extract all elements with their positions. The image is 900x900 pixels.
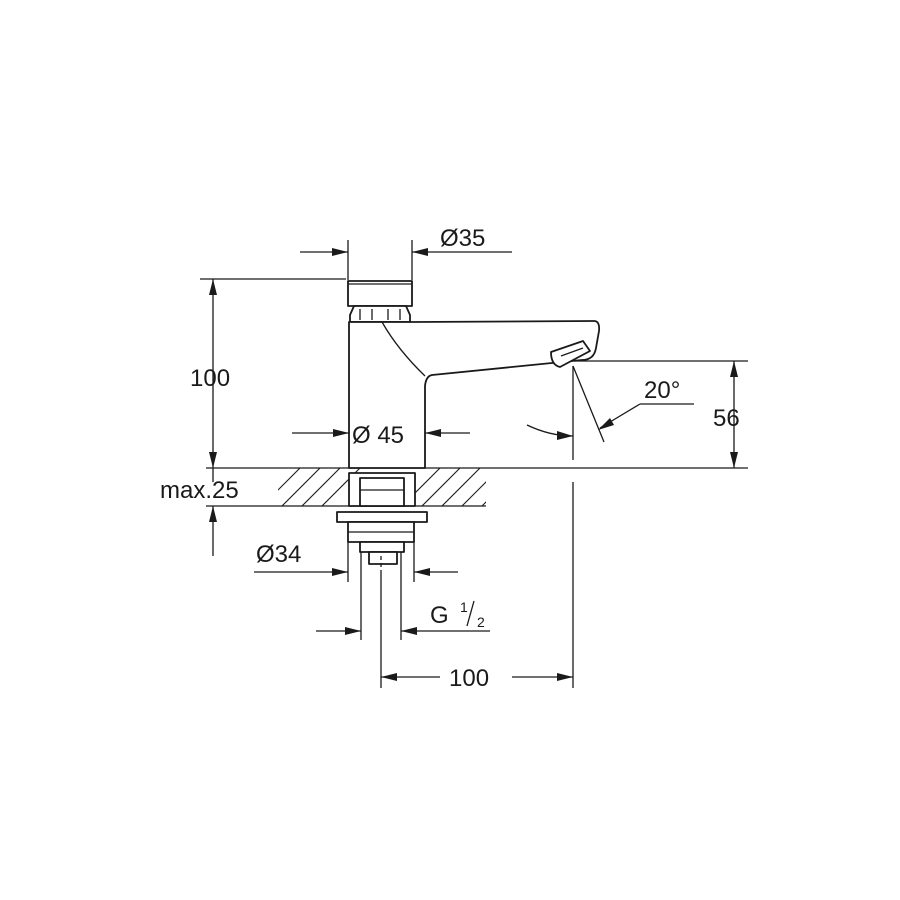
body-diameter-label: Ø 45 [352,422,404,449]
thread-numerator: 1 [460,599,468,615]
deck-thickness-label: max.25 [160,477,239,504]
aerator [550,340,591,368]
spout-height-label: 56 [713,405,740,432]
faucet [347,280,601,469]
dim-cap-diameter: Ø35 [300,225,512,280]
thread-fraction-slash [466,600,475,627]
dim-nut-diameter: Ø34 [254,541,458,582]
faucet-body [348,320,601,469]
nut-lower-step [359,541,405,553]
dim-spout-angle: 20° [526,365,694,460]
dim-spout-reach: 100 [380,482,574,692]
washer [336,511,428,523]
dim-body-diameter: Ø 45 [292,422,470,449]
connection-stub [368,551,398,565]
spout-reach-label: 100 [449,665,489,692]
shank-inner [359,477,405,507]
dim-total-height: 100 [190,278,346,468]
dim-spout-height: 56 [574,360,748,468]
cap-diameter-label: Ø35 [440,225,485,252]
push-button-cap [347,280,413,307]
total-height-label: 100 [190,365,230,392]
dim-thread: G 1 2 [316,552,490,640]
body-contour-line [381,321,426,377]
nut-diameter-label: Ø34 [256,541,301,568]
thread-denominator: 2 [477,614,485,630]
dim-deck-thickness: max.25 [160,468,239,556]
countertop-deck [206,467,748,507]
cap-ring [349,305,411,323]
thread-prefix-label: G [430,602,449,629]
spout-angle-label: 20° [644,377,680,404]
mounting-hardware [336,472,428,570]
